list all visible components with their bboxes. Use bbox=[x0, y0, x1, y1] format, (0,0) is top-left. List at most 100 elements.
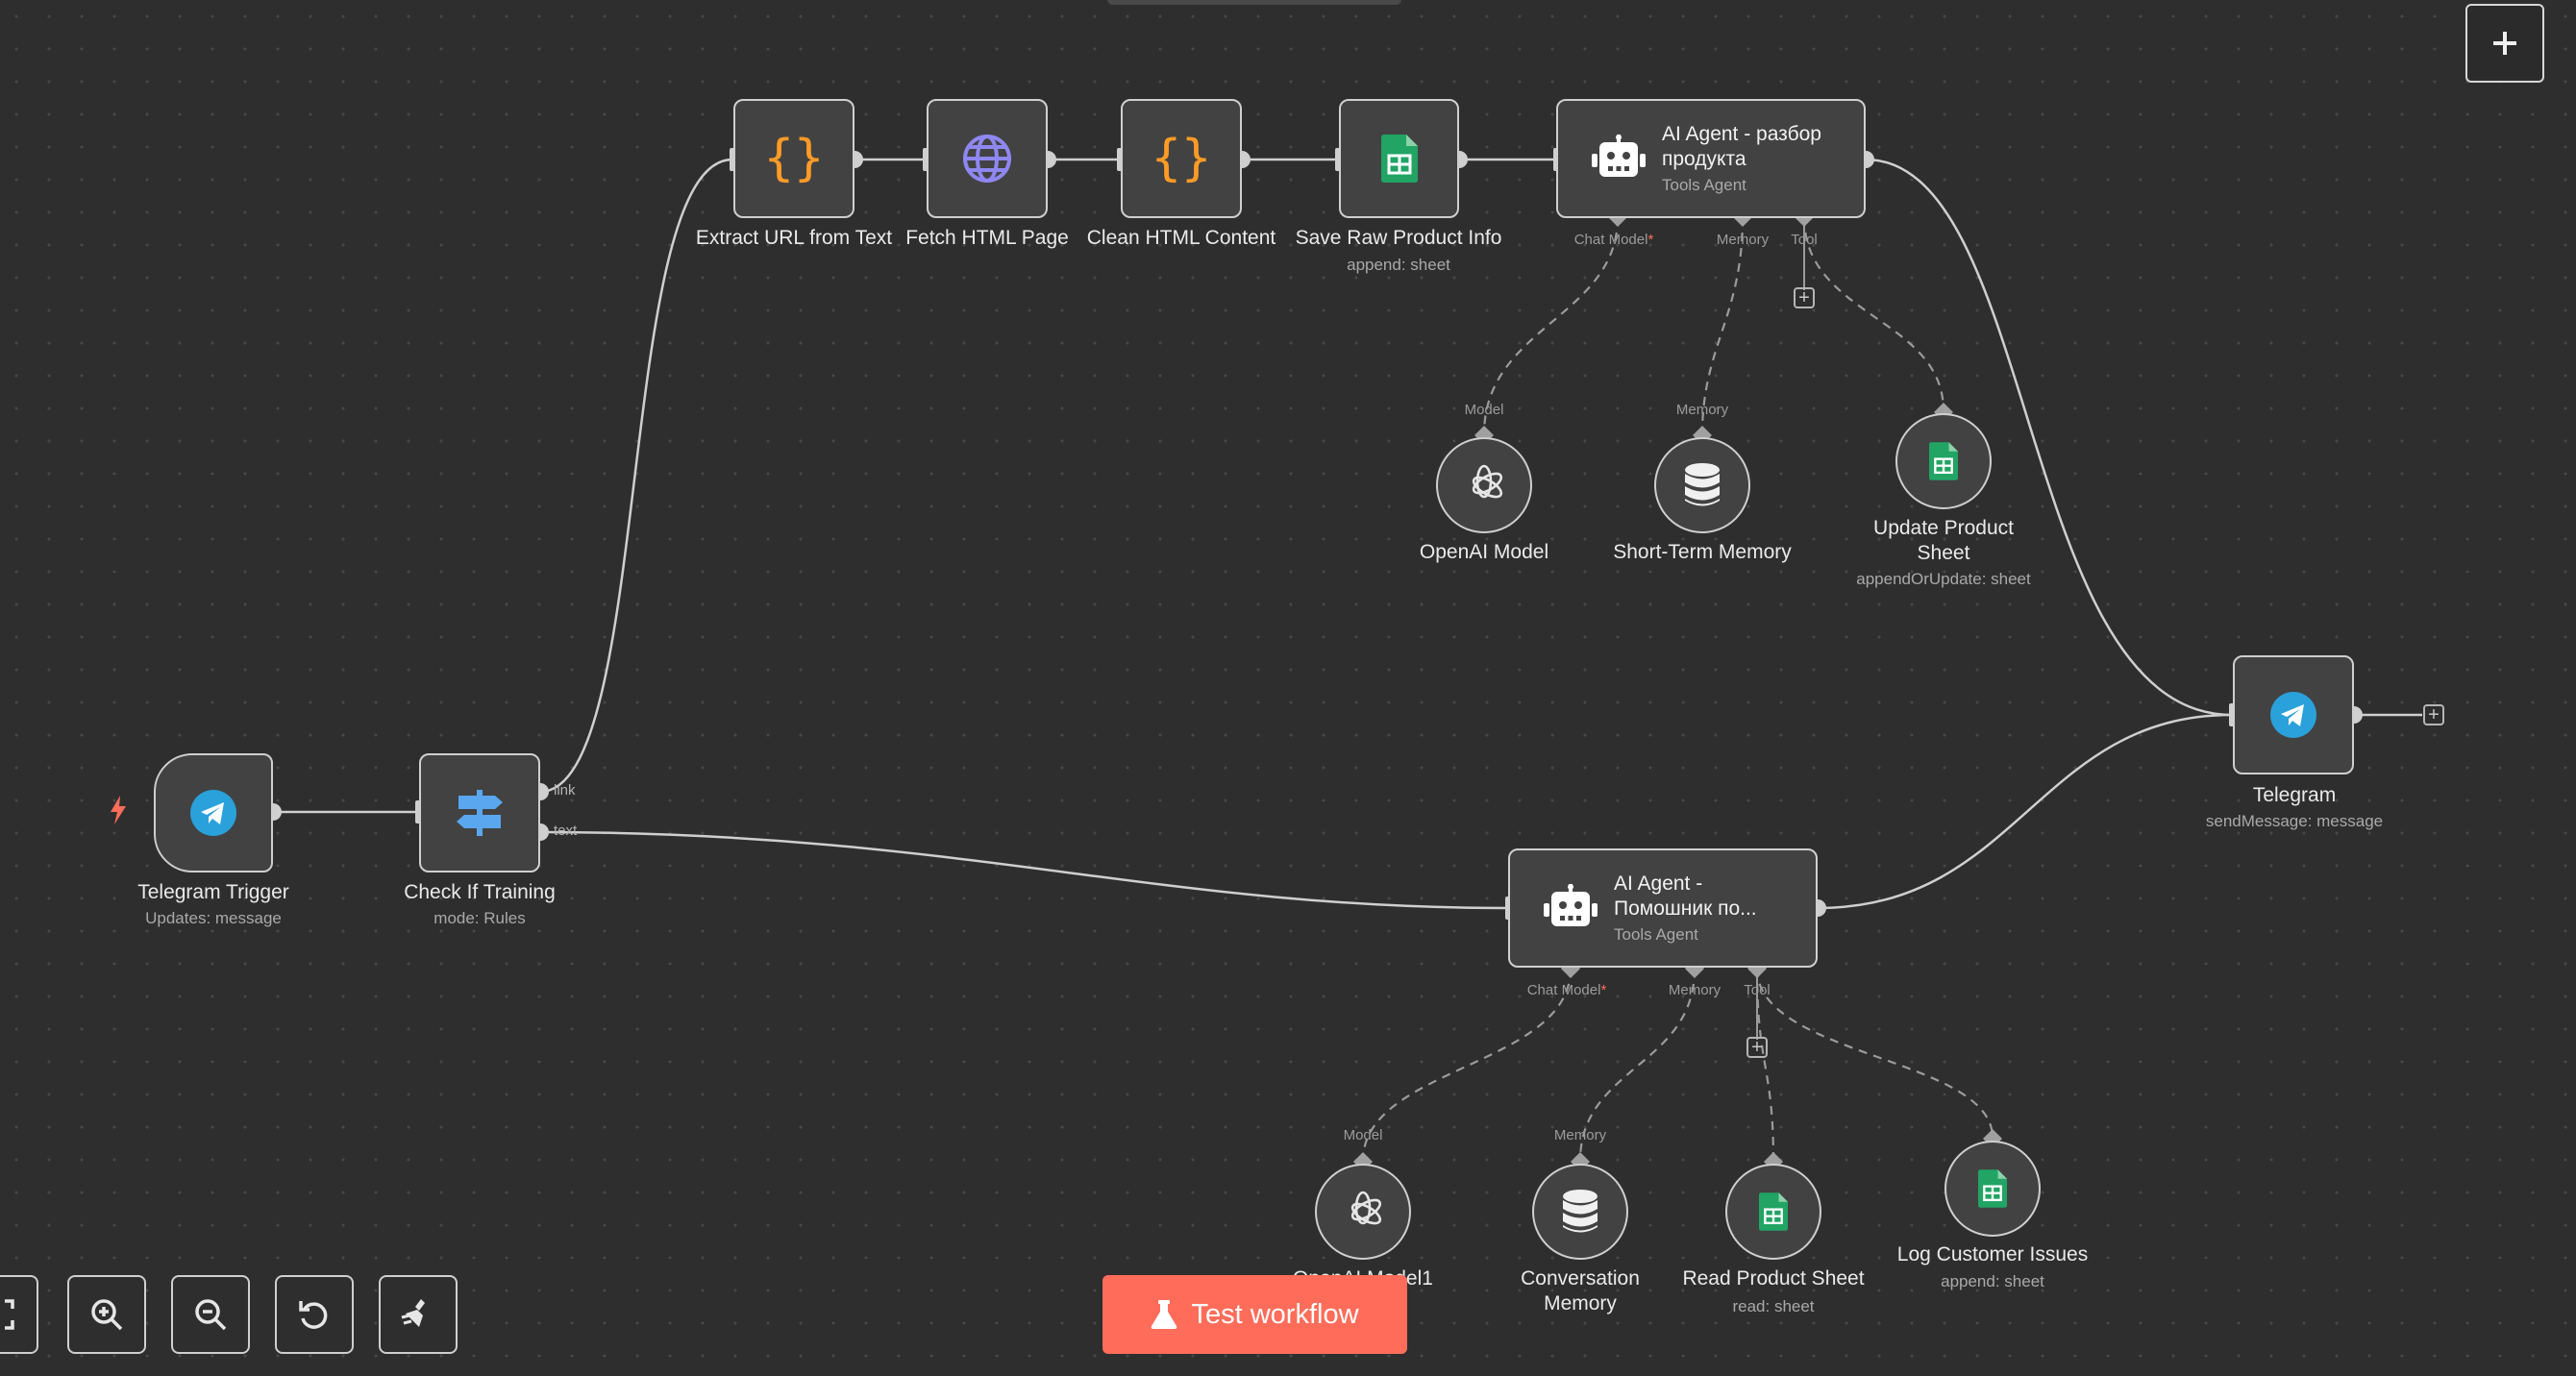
zoom-in-button[interactable] bbox=[67, 1275, 146, 1354]
edge-agent1-telegram bbox=[1865, 158, 2233, 717]
sheets-icon bbox=[1897, 415, 1990, 507]
signpost-icon bbox=[421, 755, 538, 871]
top-drag-handle[interactable] bbox=[1107, 0, 1401, 5]
sheets-icon bbox=[1341, 101, 1457, 216]
node-check-if-training[interactable] bbox=[419, 753, 540, 872]
plus-icon bbox=[2493, 32, 2516, 55]
node-subtitle: Updates: message bbox=[145, 909, 282, 927]
node-label: Check If Training bbox=[404, 881, 556, 903]
node-extract-url[interactable]: {} bbox=[733, 99, 855, 218]
node-ai-agent-product[interactable]: AI Agent - разбор продукта Tools Agent bbox=[1556, 99, 1866, 218]
openai-icon bbox=[1438, 439, 1530, 531]
broom-icon bbox=[401, 1299, 425, 1327]
node-label: Log Customer Issues bbox=[1896, 1243, 2089, 1265]
robot-icon bbox=[1591, 131, 1647, 186]
zoom-out-button[interactable] bbox=[171, 1275, 250, 1354]
node-label: Short-Term Memory bbox=[1613, 541, 1792, 563]
agent-title-line2: Помошник по... bbox=[1614, 897, 1757, 920]
port-label-chat-model: Chat Model* bbox=[1573, 232, 1654, 248]
port-label-chat-model: Chat Model* bbox=[1526, 982, 1607, 998]
braces-icon: {} bbox=[1151, 130, 1212, 187]
node-openai-model1[interactable] bbox=[1315, 1164, 1411, 1260]
port-label-tool: Tool bbox=[1744, 982, 1771, 998]
output-handles bbox=[264, 151, 2363, 917]
port-label-memory: Memory bbox=[1716, 232, 1770, 248]
agent-subtitle: Tools Agent bbox=[1614, 925, 1698, 944]
port-label-model: Model bbox=[1343, 1127, 1383, 1143]
node-subtitle: read: sheet bbox=[1732, 1297, 1815, 1315]
output-label-link: link bbox=[554, 782, 576, 799]
telegram-icon bbox=[156, 755, 271, 871]
sub-edge-model-1 bbox=[1482, 216, 1620, 435]
robot-icon bbox=[1543, 880, 1598, 936]
node-label: Clean HTML Content bbox=[1086, 227, 1276, 249]
node-short-term-memory[interactable] bbox=[1654, 437, 1750, 533]
edge-agent2-telegram bbox=[1817, 713, 2233, 910]
test-workflow-label: Test workflow bbox=[1191, 1298, 1359, 1330]
node-ai-agent-helper[interactable]: AI Agent - Помошник по... Tools Agent bbox=[1508, 848, 1818, 968]
agent-title-line1: AI Agent - разбор bbox=[1662, 123, 1821, 145]
database-icon bbox=[1656, 439, 1748, 531]
node-openai-model[interactable] bbox=[1436, 437, 1532, 533]
node-label: Read Product Sheet bbox=[1682, 1267, 1865, 1290]
sub-edge-memory-2 bbox=[1578, 968, 1697, 1162]
add-next-node-button[interactable]: + bbox=[2423, 704, 2444, 725]
agent-title-line2: продукта bbox=[1662, 148, 1746, 170]
edge-check-link-extract bbox=[539, 158, 733, 794]
node-update-product-sheet[interactable] bbox=[1895, 413, 1992, 509]
node-label: Fetch HTML Page bbox=[905, 227, 1069, 249]
sub-handles bbox=[1353, 208, 2002, 1171]
output-label-text: text bbox=[554, 823, 578, 839]
port-label-tool: Tool bbox=[1791, 232, 1818, 248]
telegram-icon bbox=[2235, 657, 2352, 773]
port-label-memory: Memory bbox=[1668, 982, 1721, 998]
undo-icon bbox=[299, 1301, 328, 1329]
sub-edge-tool-1 bbox=[1802, 216, 1945, 412]
node-subtitle: appendOrUpdate: sheet bbox=[1856, 570, 2031, 588]
node-label: Conversation bbox=[1521, 1267, 1640, 1290]
trigger-bolt-icon bbox=[108, 796, 129, 824]
node-label: Update Product bbox=[1873, 517, 2014, 539]
port-label-memory: Memory bbox=[1553, 1127, 1607, 1143]
node-save-raw[interactable] bbox=[1339, 99, 1459, 218]
openai-icon bbox=[1317, 1166, 1409, 1258]
add-tool-button-2[interactable]: + bbox=[1746, 1037, 1768, 1058]
add-tool-button[interactable]: + bbox=[1794, 287, 1815, 308]
port-label-model: Model bbox=[1464, 402, 1504, 418]
test-workflow-button[interactable]: Test workflow bbox=[1102, 1275, 1407, 1354]
database-icon bbox=[1534, 1166, 1626, 1258]
node-conversation-memory[interactable] bbox=[1532, 1164, 1628, 1260]
node-read-product-sheet[interactable] bbox=[1725, 1164, 1821, 1260]
flask-icon bbox=[1152, 1300, 1177, 1329]
add-node-button[interactable] bbox=[2465, 4, 2544, 83]
braces-icon: {} bbox=[763, 130, 825, 187]
sub-edge-model-2 bbox=[1361, 968, 1573, 1162]
node-telegram-trigger[interactable] bbox=[154, 753, 273, 872]
sheets-icon bbox=[1946, 1143, 2039, 1235]
zoom-in-icon bbox=[91, 1299, 123, 1331]
node-label: Telegram bbox=[2252, 784, 2337, 806]
node-subtitle: append: sheet bbox=[1941, 1272, 2044, 1290]
node-label: OpenAI Model bbox=[1419, 541, 1549, 563]
edge-check-text-agent2 bbox=[539, 830, 1508, 910]
node-log-customer-issues[interactable] bbox=[1944, 1141, 2041, 1237]
globe-icon bbox=[929, 101, 1046, 216]
zoom-out-icon bbox=[195, 1299, 227, 1331]
node-subtitle: sendMessage: message bbox=[2205, 812, 2384, 830]
fit-view-icon bbox=[5, 1299, 14, 1330]
node-subtitle: append: sheet bbox=[1347, 256, 1450, 274]
node-fetch-html[interactable] bbox=[927, 99, 1048, 218]
agent-title-line1: AI Agent - bbox=[1614, 872, 1703, 895]
node-telegram[interactable] bbox=[2233, 655, 2354, 774]
port-label-memory: Memory bbox=[1675, 402, 1729, 418]
sheets-icon bbox=[1727, 1166, 1820, 1258]
sub-edge-tool-2b bbox=[1755, 968, 1994, 1139]
node-label: Extract URL from Text bbox=[695, 227, 893, 249]
node-label: Sheet bbox=[1917, 542, 1970, 564]
tidy-up-button[interactable] bbox=[379, 1275, 458, 1354]
reset-zoom-button[interactable] bbox=[275, 1275, 354, 1354]
fit-view-button[interactable] bbox=[0, 1275, 38, 1354]
node-clean-html[interactable]: {} bbox=[1121, 99, 1242, 218]
node-label: Save Raw Product Info bbox=[1295, 227, 1502, 249]
